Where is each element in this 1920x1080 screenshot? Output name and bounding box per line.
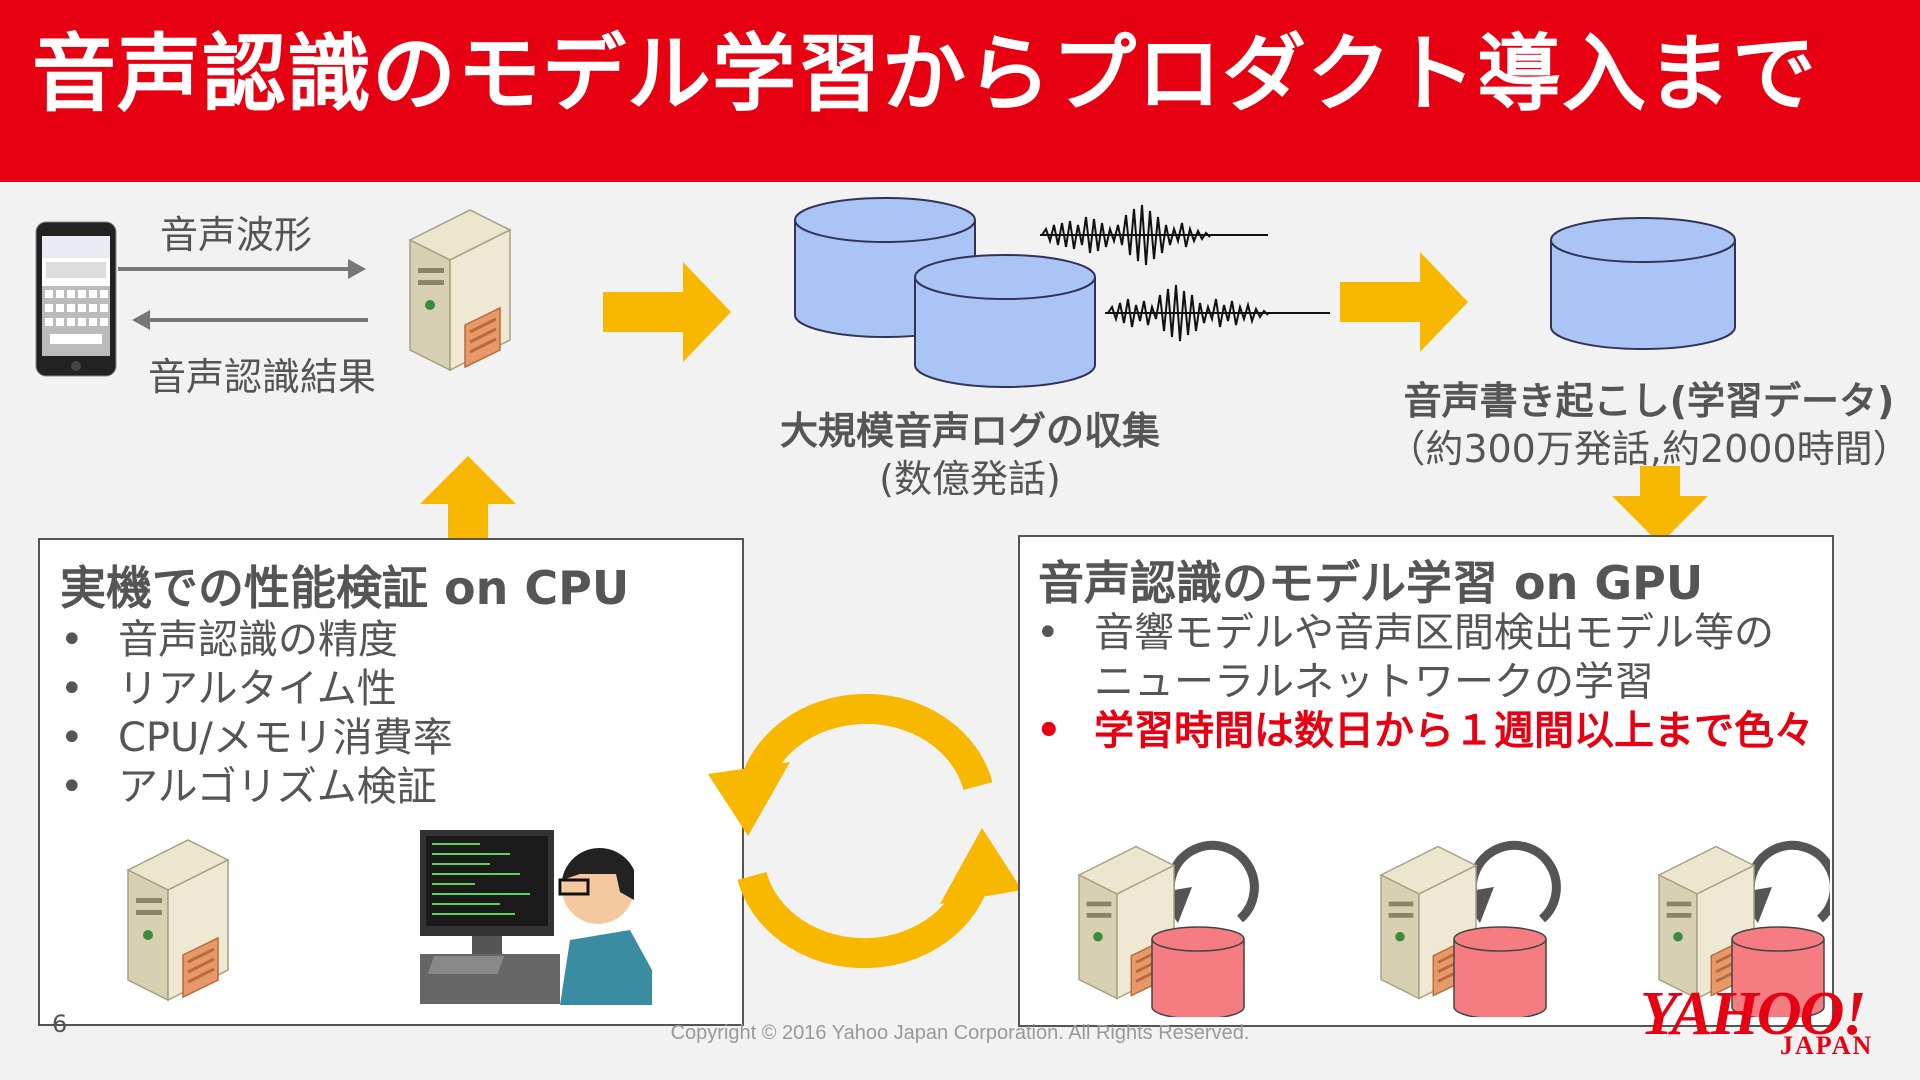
title-banner: 音声認識のモデル学習からプロダクト導入まで — [0, 0, 1920, 182]
request-arrow — [118, 259, 366, 279]
database-icon — [914, 254, 1096, 388]
waveform-label: 音声波形 — [160, 213, 313, 257]
flow-arrow-up — [420, 456, 516, 538]
gpu-bullet-list: •音響モデルや音声区間検出モデル等の ニューラルネットワークの学習 •学習時間は… — [1036, 609, 1814, 756]
cpu-box-title: 実機での性能検証 on CPU — [60, 561, 630, 615]
server-icon — [126, 838, 230, 1002]
log-collection-sub: (数億発話) — [879, 457, 1061, 501]
list-item: •音声認識の精度 — [60, 617, 398, 663]
database-icon — [1550, 217, 1736, 350]
transcription-sub: （約300万発話,約2000時間） — [1387, 427, 1911, 471]
response-arrow — [132, 310, 368, 330]
log-collection-label: 大規模音声ログの収集 — [779, 409, 1160, 453]
flow-arrow-down — [1612, 466, 1708, 544]
gpu-training-box: 音声認識のモデル学習 on GPU •音響モデルや音声区間検出モデル等の ニュー… — [1018, 535, 1834, 1027]
list-item: ニューラルネットワークの学習 — [1094, 659, 1654, 705]
cpu-bullet-list: •音声認識の精度 •リアルタイム性 •CPU/メモリ消費率 •アルゴリズム検証 — [60, 616, 453, 812]
flow-arrow-right — [1340, 252, 1468, 352]
page-number: 6 — [52, 1010, 68, 1038]
gpu-training-node-icon — [1379, 840, 1561, 1017]
copyright-text: Copyright © 2016 Yahoo Japan Corporation… — [670, 1022, 1250, 1044]
cycle-arrows-icon — [708, 693, 1022, 969]
gpu-training-node-icon — [1077, 840, 1259, 1017]
smartphone-icon — [35, 221, 117, 377]
list-item: •リアルタイム性 — [60, 666, 397, 712]
transcription-label: 音声書き起こし(学習データ) — [1403, 379, 1895, 423]
server-icon — [408, 208, 512, 372]
log-database-group — [794, 197, 1330, 388]
gpu-training-node-icon — [1657, 840, 1830, 1017]
waveform-icon — [1040, 204, 1330, 342]
list-item: •CPU/メモリ消費率 — [60, 715, 453, 761]
slide-title: 音声認識のモデル学習からプロダクト導入まで — [32, 25, 1818, 123]
result-label: 音声認識結果 — [148, 355, 377, 399]
programmer-icon — [420, 830, 652, 1005]
list-item: •アルゴリズム検証 — [60, 764, 437, 810]
list-item: •音響モデルや音声区間検出モデル等の — [1036, 610, 1774, 656]
gpu-box-title: 音声認識のモデル学習 on GPU — [1038, 556, 1704, 610]
flow-arrow-right — [603, 262, 731, 362]
yahoo-japan-logo: YAHOO! JAPAN — [1640, 980, 1874, 1060]
list-item: •学習時間は数日から１週間以上まで色々 — [1036, 708, 1814, 754]
cpu-verification-box: 実機での性能検証 on CPU •音声認識の精度 •リアルタイム性 •CPU/メ… — [38, 538, 744, 1026]
